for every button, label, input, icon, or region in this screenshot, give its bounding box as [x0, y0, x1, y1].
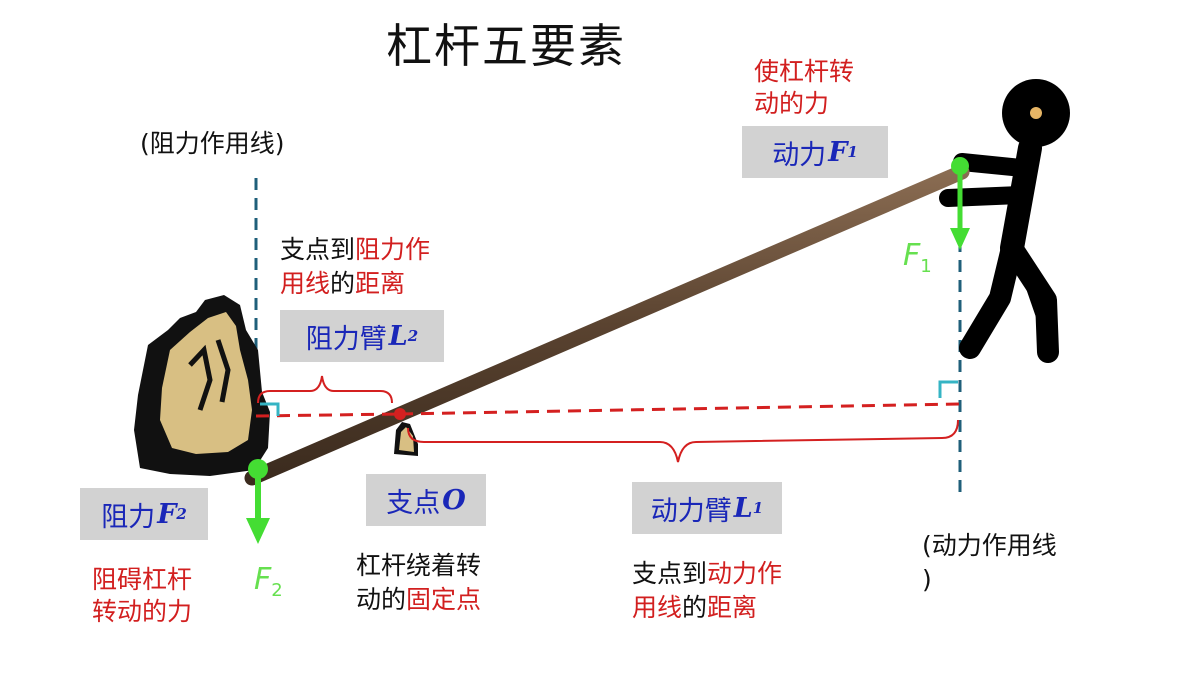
resistance-arm-text: 阻力臂 — [305, 323, 387, 355]
fulcrum-point — [394, 408, 406, 420]
resistance-arm-symbol: L — [388, 320, 408, 352]
f2-subscript: 2 — [271, 580, 283, 601]
resistance-arm-brace — [257, 375, 393, 404]
rock-load — [134, 295, 270, 476]
effort-force-symbol: F — [828, 136, 848, 168]
fulcrum-desc-b: 固定点 — [406, 585, 482, 614]
resistance-arm-desc-b: 阻力作 — [355, 235, 431, 264]
f1-subscript: 1 — [920, 256, 932, 277]
effort-arm-desc-line1: 支点到动力作 — [632, 558, 782, 589]
fulcrum-stone — [394, 422, 418, 456]
effort-action-line-label: (动力作用线 — [922, 531, 1057, 560]
fulcrum-desc-a: 动的 — [356, 585, 407, 614]
page-title: 杠杆五要素 — [386, 19, 626, 73]
f2-symbol: F — [254, 562, 272, 597]
fulcrum-text: 支点 — [386, 487, 441, 519]
effort-force-arrow — [950, 157, 970, 250]
effort-arm-desc-line2: 用线的距离 — [632, 592, 757, 623]
resistance-arm-desc-a: 支点到 — [280, 235, 356, 264]
f2-label: F2 — [254, 562, 283, 601]
resistance-force-arrow — [246, 459, 270, 544]
stick-figure-person — [939, 79, 1070, 363]
f1-label: F1 — [903, 238, 932, 277]
effort-arm-desc-e: 距离 — [707, 593, 758, 622]
resistance-desc-line1: 阻碍杠杆 — [92, 565, 193, 594]
effort-arm-line — [399, 402, 961, 416]
effort-desc-line1: 使杠杆转 — [754, 57, 855, 86]
effort-arm-desc-b: 动力作 — [707, 559, 783, 588]
effort-action-line-label-close: ) — [922, 565, 932, 594]
fulcrum-symbol: O — [442, 484, 466, 516]
effort-arm-desc-c: 用线 — [632, 593, 683, 622]
resistance-action-line-label: (阻力作用线) — [140, 129, 285, 158]
effort-force-subscript: 1 — [847, 143, 858, 161]
lever-bar — [244, 164, 970, 486]
f1-symbol: F — [903, 238, 921, 273]
effort-arm-desc-d: 的 — [682, 593, 708, 622]
resistance-arm-subscript: 2 — [407, 327, 419, 345]
right-angle-marker-right — [938, 380, 958, 398]
effort-desc-line2: 动的力 — [754, 89, 830, 118]
resistance-arm-line — [255, 412, 401, 418]
effort-arm-desc-a: 支点到 — [632, 559, 708, 588]
effort-arm-text: 动力臂 — [650, 495, 732, 527]
resistance-arm-desc-line2: 用线的距离 — [280, 268, 405, 299]
resistance-desc-line2: 转动的力 — [92, 597, 193, 626]
resistance-force-text: 阻力 — [101, 501, 156, 533]
effort-arm-subscript: 1 — [752, 499, 764, 517]
resistance-arm-desc-line1: 支点到阻力作 — [280, 234, 430, 265]
resistance-arm-desc-d: 的 — [330, 269, 356, 298]
resistance-force-symbol: F — [157, 498, 177, 530]
right-angle-marker-left — [260, 402, 280, 416]
resistance-force-subscript: 2 — [176, 505, 187, 523]
effort-arm-symbol: L — [733, 492, 753, 524]
fulcrum-desc-line1: 杠杆绕着转 — [356, 551, 482, 580]
fulcrum-desc-line2: 动的固定点 — [356, 584, 481, 615]
effort-force-text: 动力 — [772, 139, 827, 171]
effort-arm-brace — [407, 419, 959, 463]
resistance-arm-desc-c: 用线 — [280, 269, 331, 298]
resistance-arm-desc-e: 距离 — [355, 269, 406, 298]
